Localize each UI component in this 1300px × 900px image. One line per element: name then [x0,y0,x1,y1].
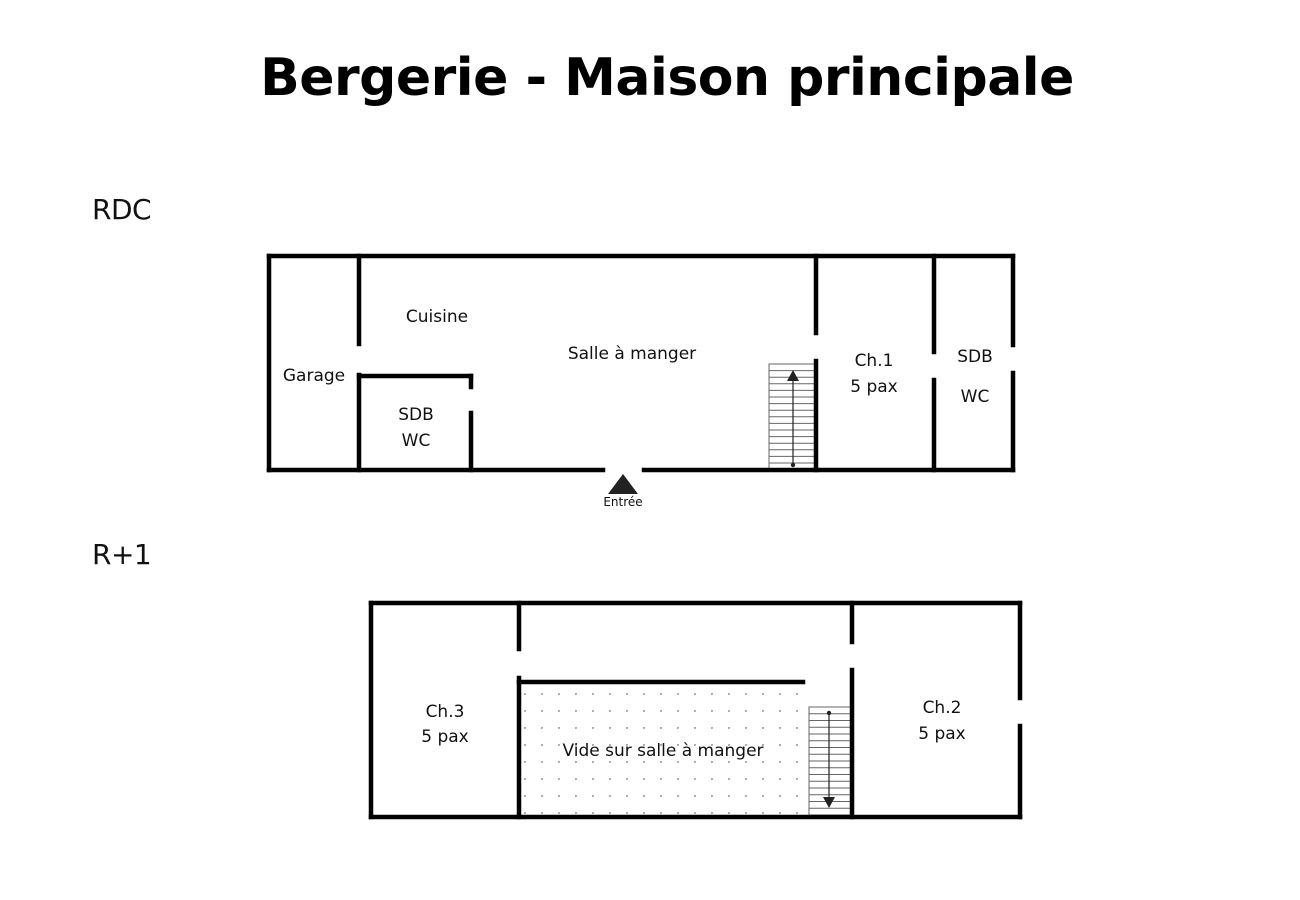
floor-label-rdc: RDC [92,193,152,226]
stairs-r1 [808,706,852,816]
page-title: Bergerie - Maison principale [260,48,1074,108]
room-ch3-name: Ch.3 [426,702,465,722]
room-ch3-capacity: 5 pax [421,727,469,747]
floor-label-r1: R+1 [92,538,152,571]
room-sdb-right-line2: WC [961,387,990,407]
entrance-arrow-icon [608,474,638,494]
walls-r1 [368,600,1023,820]
room-cuisine: Cuisine [406,307,468,327]
room-ch1-capacity: 5 pax [850,377,898,397]
entrance: Entrée [603,474,643,509]
floor-rdc: Entrée Garage Cuisine Salle à manger SDB… [266,253,1016,509]
walls-rdc [266,253,1016,473]
room-sdb-left-line1: SDB [398,405,434,425]
stairs-rdc [768,363,816,471]
room-ch1-name: Ch.1 [855,351,894,371]
room-ch2-capacity: 5 pax [918,724,966,744]
void-area [521,684,809,816]
floor-r1: Ch.3 5 pax Vide sur salle à manger Ch.2 … [368,600,1023,820]
room-garage: Garage [283,366,345,386]
room-void: Vide sur salle à manger [562,741,763,761]
room-salle-a-manger: Salle à manger [568,344,696,364]
room-sdb-left-line2: WC [402,431,431,451]
room-sdb-right-line1: SDB [957,347,993,367]
entrance-label: Entrée [603,495,642,509]
room-ch2-name: Ch.2 [923,698,962,718]
